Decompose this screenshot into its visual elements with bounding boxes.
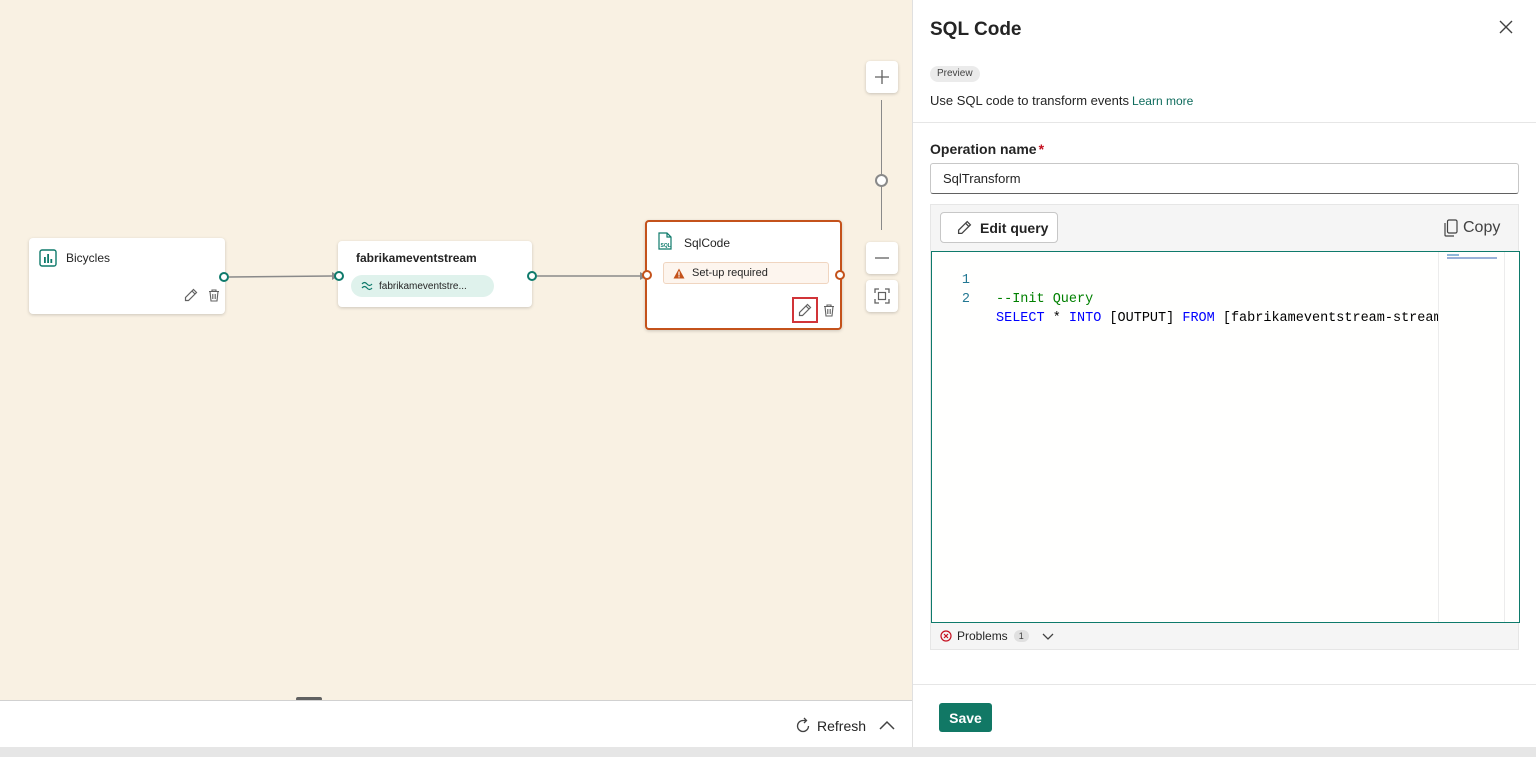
- code-editor[interactable]: 1 --Init Query 2 SELECT * INTO [OUTPUT] …: [931, 251, 1520, 623]
- code-text: --Init Query: [996, 290, 1093, 309]
- chevron-down-icon[interactable]: [1041, 629, 1055, 643]
- svg-text:SQL: SQL: [661, 243, 671, 249]
- problems-count: 1: [1013, 630, 1029, 642]
- edit-query-label: Edit query: [980, 219, 1049, 236]
- warning-text: Set-up required: [692, 267, 768, 279]
- preview-badge: Preview: [930, 66, 980, 82]
- fit-to-view-button[interactable]: [866, 280, 898, 312]
- node-sqlcode[interactable]: SQL SqlCode Set-up required: [645, 220, 842, 330]
- line-number: 2: [961, 292, 970, 307]
- minus-icon: [875, 257, 889, 259]
- error-icon: [940, 630, 952, 642]
- operation-name-label: Operation name*: [930, 141, 1044, 157]
- refresh-icon: [796, 717, 810, 733]
- copy-button[interactable]: Copy: [1444, 219, 1500, 237]
- editor-scrollbar[interactable]: [1504, 252, 1519, 622]
- zoom-slider-track[interactable]: [881, 100, 882, 230]
- plus-icon: [875, 70, 889, 84]
- save-button[interactable]: Save: [939, 703, 992, 732]
- input-port[interactable]: [334, 271, 344, 281]
- description-text: Use SQL code to transform events: [930, 93, 1129, 108]
- zoom-slider-handle[interactable]: [875, 174, 888, 187]
- required-mark: *: [1038, 141, 1045, 157]
- bottom-pane-bar: Refresh: [0, 700, 912, 747]
- node-title: Bicycles: [66, 251, 111, 265]
- close-icon[interactable]: [1498, 19, 1514, 40]
- code-keyword: FROM: [1182, 311, 1215, 326]
- zoom-in-button[interactable]: [866, 61, 898, 93]
- query-editor: Edit query Copy 1 --Init Query 2 SELECT …: [930, 204, 1520, 650]
- chart-icon: [39, 249, 57, 272]
- stream-chip: fabrikameventstre...: [351, 275, 494, 297]
- setup-warning: Set-up required: [663, 262, 829, 284]
- problems-label: Problems: [957, 629, 1008, 643]
- node-title: SqlCode: [684, 236, 731, 250]
- panel-title: SQL Code: [930, 19, 1022, 40]
- node-title: fabrikameventstream: [356, 251, 477, 265]
- sql-code-panel: SQL Code Preview Use SQL code to transfo…: [912, 0, 1536, 747]
- chevron-up-icon[interactable]: [878, 717, 896, 740]
- code-token: *: [1044, 311, 1069, 326]
- edit-icon-highlighted[interactable]: [792, 297, 818, 323]
- code-minimap[interactable]: [1438, 252, 1504, 622]
- code-token: [fabrikameventstream-stream]: [1214, 311, 1450, 326]
- connector-lines: [228, 272, 647, 280]
- code-token: [OUTPUT]: [1101, 311, 1183, 326]
- edit-icon: [957, 220, 972, 235]
- operation-name-label-text: Operation name: [930, 141, 1037, 157]
- chip-label: fabrikameventstre...: [379, 280, 467, 292]
- node-bicycles[interactable]: Bicycles: [29, 238, 225, 314]
- code-keyword: SELECT: [996, 311, 1045, 326]
- output-port[interactable]: [527, 271, 537, 281]
- learn-more-link[interactable]: Learn more: [1131, 94, 1194, 108]
- divider: [913, 122, 1536, 123]
- code-keyword: INTO: [1068, 311, 1102, 326]
- line-number: 1: [961, 273, 970, 288]
- zoom-out-button[interactable]: [866, 242, 898, 274]
- code-line: 2 SELECT * INTO [OUTPUT] FROM [fabrikame…: [932, 271, 1450, 326]
- output-port[interactable]: [219, 272, 229, 282]
- bottom-pane-resize-handle[interactable]: [296, 697, 322, 701]
- eventstream-icon: [361, 281, 373, 291]
- fit-view-icon: [874, 288, 890, 304]
- operation-name-input[interactable]: [930, 163, 1519, 194]
- delete-icon[interactable]: [820, 301, 838, 319]
- node-eventstream[interactable]: fabrikameventstream fabrikameventstre...: [338, 241, 532, 307]
- sql-file-icon: SQL: [657, 232, 673, 255]
- copy-label: Copy: [1463, 219, 1501, 236]
- output-port[interactable]: [835, 270, 845, 280]
- delete-icon[interactable]: [205, 286, 223, 304]
- copy-icon: [1444, 219, 1458, 237]
- input-port[interactable]: [642, 270, 652, 280]
- horizontal-scrollbar[interactable]: [0, 747, 1536, 757]
- problems-toggle[interactable]: Problems 1: [940, 629, 1055, 643]
- flow-canvas[interactable]: Bicycles fabrikameventstream fabrikameve…: [0, 0, 912, 701]
- code-text: SELECT * INTO [OUTPUT] FROM [fabrikameve…: [996, 309, 1450, 328]
- edit-query-button[interactable]: Edit query: [940, 212, 1058, 243]
- code-line: 1 --Init Query: [932, 252, 1437, 307]
- divider: [913, 684, 1536, 685]
- refresh-button[interactable]: Refresh: [794, 717, 866, 735]
- warning-icon: [673, 268, 685, 278]
- refresh-label: Refresh: [817, 718, 867, 734]
- edit-icon[interactable]: [182, 286, 200, 304]
- code-comment: --Init Query: [996, 292, 1094, 307]
